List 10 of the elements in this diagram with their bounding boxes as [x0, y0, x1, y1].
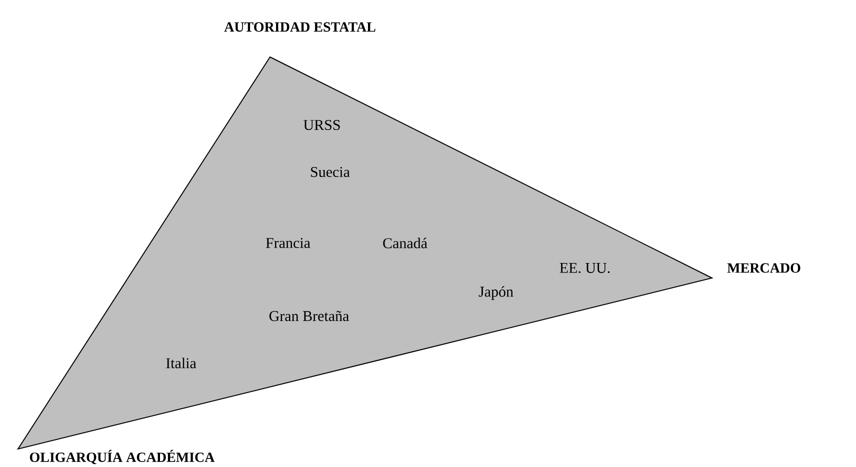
country-label: Suecia — [311, 166, 350, 178]
country-label: Gran Bretaña — [269, 310, 349, 322]
corner-label: AUTORIDAD ESTATAL — [224, 22, 376, 32]
country-label: EE. UU. — [560, 262, 610, 274]
country-label: URSS — [304, 120, 340, 130]
country-label: Francia — [266, 238, 310, 248]
country-label: Japón — [478, 286, 514, 300]
country-label: Canadá — [383, 238, 428, 248]
corner-label: MERCADO — [727, 263, 800, 273]
country-label: Italia — [166, 358, 196, 368]
